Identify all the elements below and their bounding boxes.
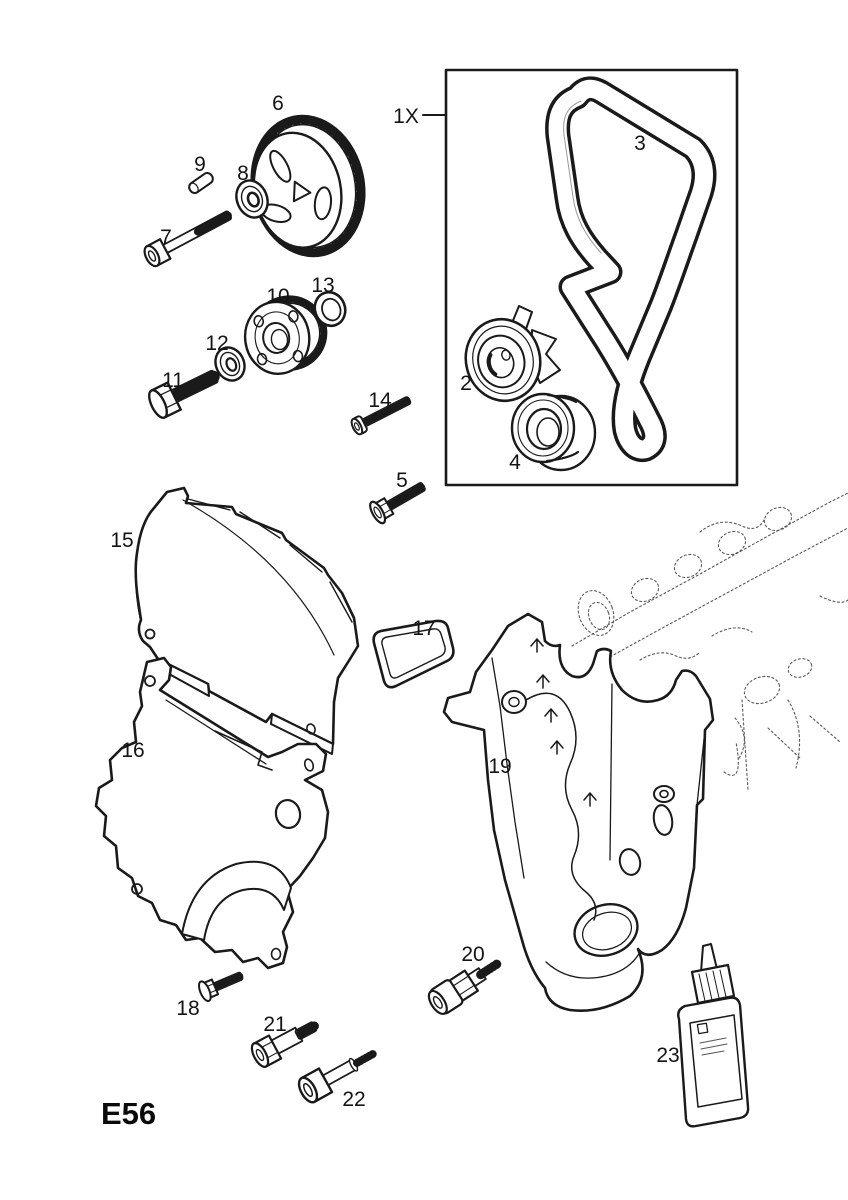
callout-13: 13 — [311, 274, 334, 297]
gasket — [372, 619, 455, 689]
bolt-14 — [350, 396, 412, 436]
dowel-pin — [188, 172, 214, 194]
engine-block-ghost-outline — [571, 492, 848, 791]
page-code: E56 — [101, 1096, 156, 1131]
washer-12 — [214, 346, 246, 382]
callout-11: 11 — [162, 369, 184, 392]
callout-5: 5 — [396, 469, 408, 492]
callout-16: 16 — [121, 739, 144, 762]
callout-8: 8 — [237, 162, 249, 185]
callout-18: 18 — [176, 997, 199, 1020]
callout-9: 9 — [194, 153, 206, 176]
callout-14: 14 — [368, 389, 392, 412]
kit-box-frame — [422, 68, 739, 487]
bolt-11 — [148, 369, 220, 419]
callout-10: 10 — [266, 285, 289, 308]
bolt-18 — [198, 971, 244, 1003]
callout-2: 2 — [460, 372, 472, 395]
callout-21: 21 — [263, 1013, 286, 1036]
seal-ring-13 — [313, 290, 347, 328]
stud-20 — [427, 959, 502, 1016]
bolt-22 — [297, 1050, 377, 1104]
callout-6: 6 — [272, 92, 284, 115]
seal-ring-8 — [235, 179, 269, 219]
sealant-bottle — [677, 943, 750, 1128]
bolt-7 — [143, 210, 233, 268]
lower-timing-cover — [94, 656, 330, 970]
callout-3: 3 — [634, 132, 646, 155]
callout-15: 15 — [110, 529, 133, 552]
rear-timing-cover — [442, 612, 715, 1012]
callout-17: 17 — [412, 617, 435, 640]
assembly-direction-arrows — [530, 638, 597, 807]
callout-22: 22 — [342, 1088, 365, 1111]
bolt-21 — [250, 1021, 320, 1068]
callout-12: 12 — [205, 332, 228, 355]
crankshaft-gear — [243, 295, 328, 375]
bolt-5 — [369, 482, 426, 525]
tensioner-pulley — [464, 305, 561, 403]
callout-23: 23 — [656, 1044, 679, 1067]
callout-7: 7 — [160, 226, 172, 249]
camshaft-gear — [250, 114, 366, 258]
timing-belt — [545, 76, 717, 462]
callout-4: 4 — [509, 451, 521, 474]
idler-pulley — [510, 392, 597, 472]
callout-labels: 1X 6 9 8 7 3 2 4 10 13 12 11 14 5 15 17 … — [101, 92, 680, 1131]
callout-19: 19 — [488, 755, 511, 778]
callout-20: 20 — [461, 943, 484, 966]
callout-kit: 1X — [393, 105, 419, 128]
